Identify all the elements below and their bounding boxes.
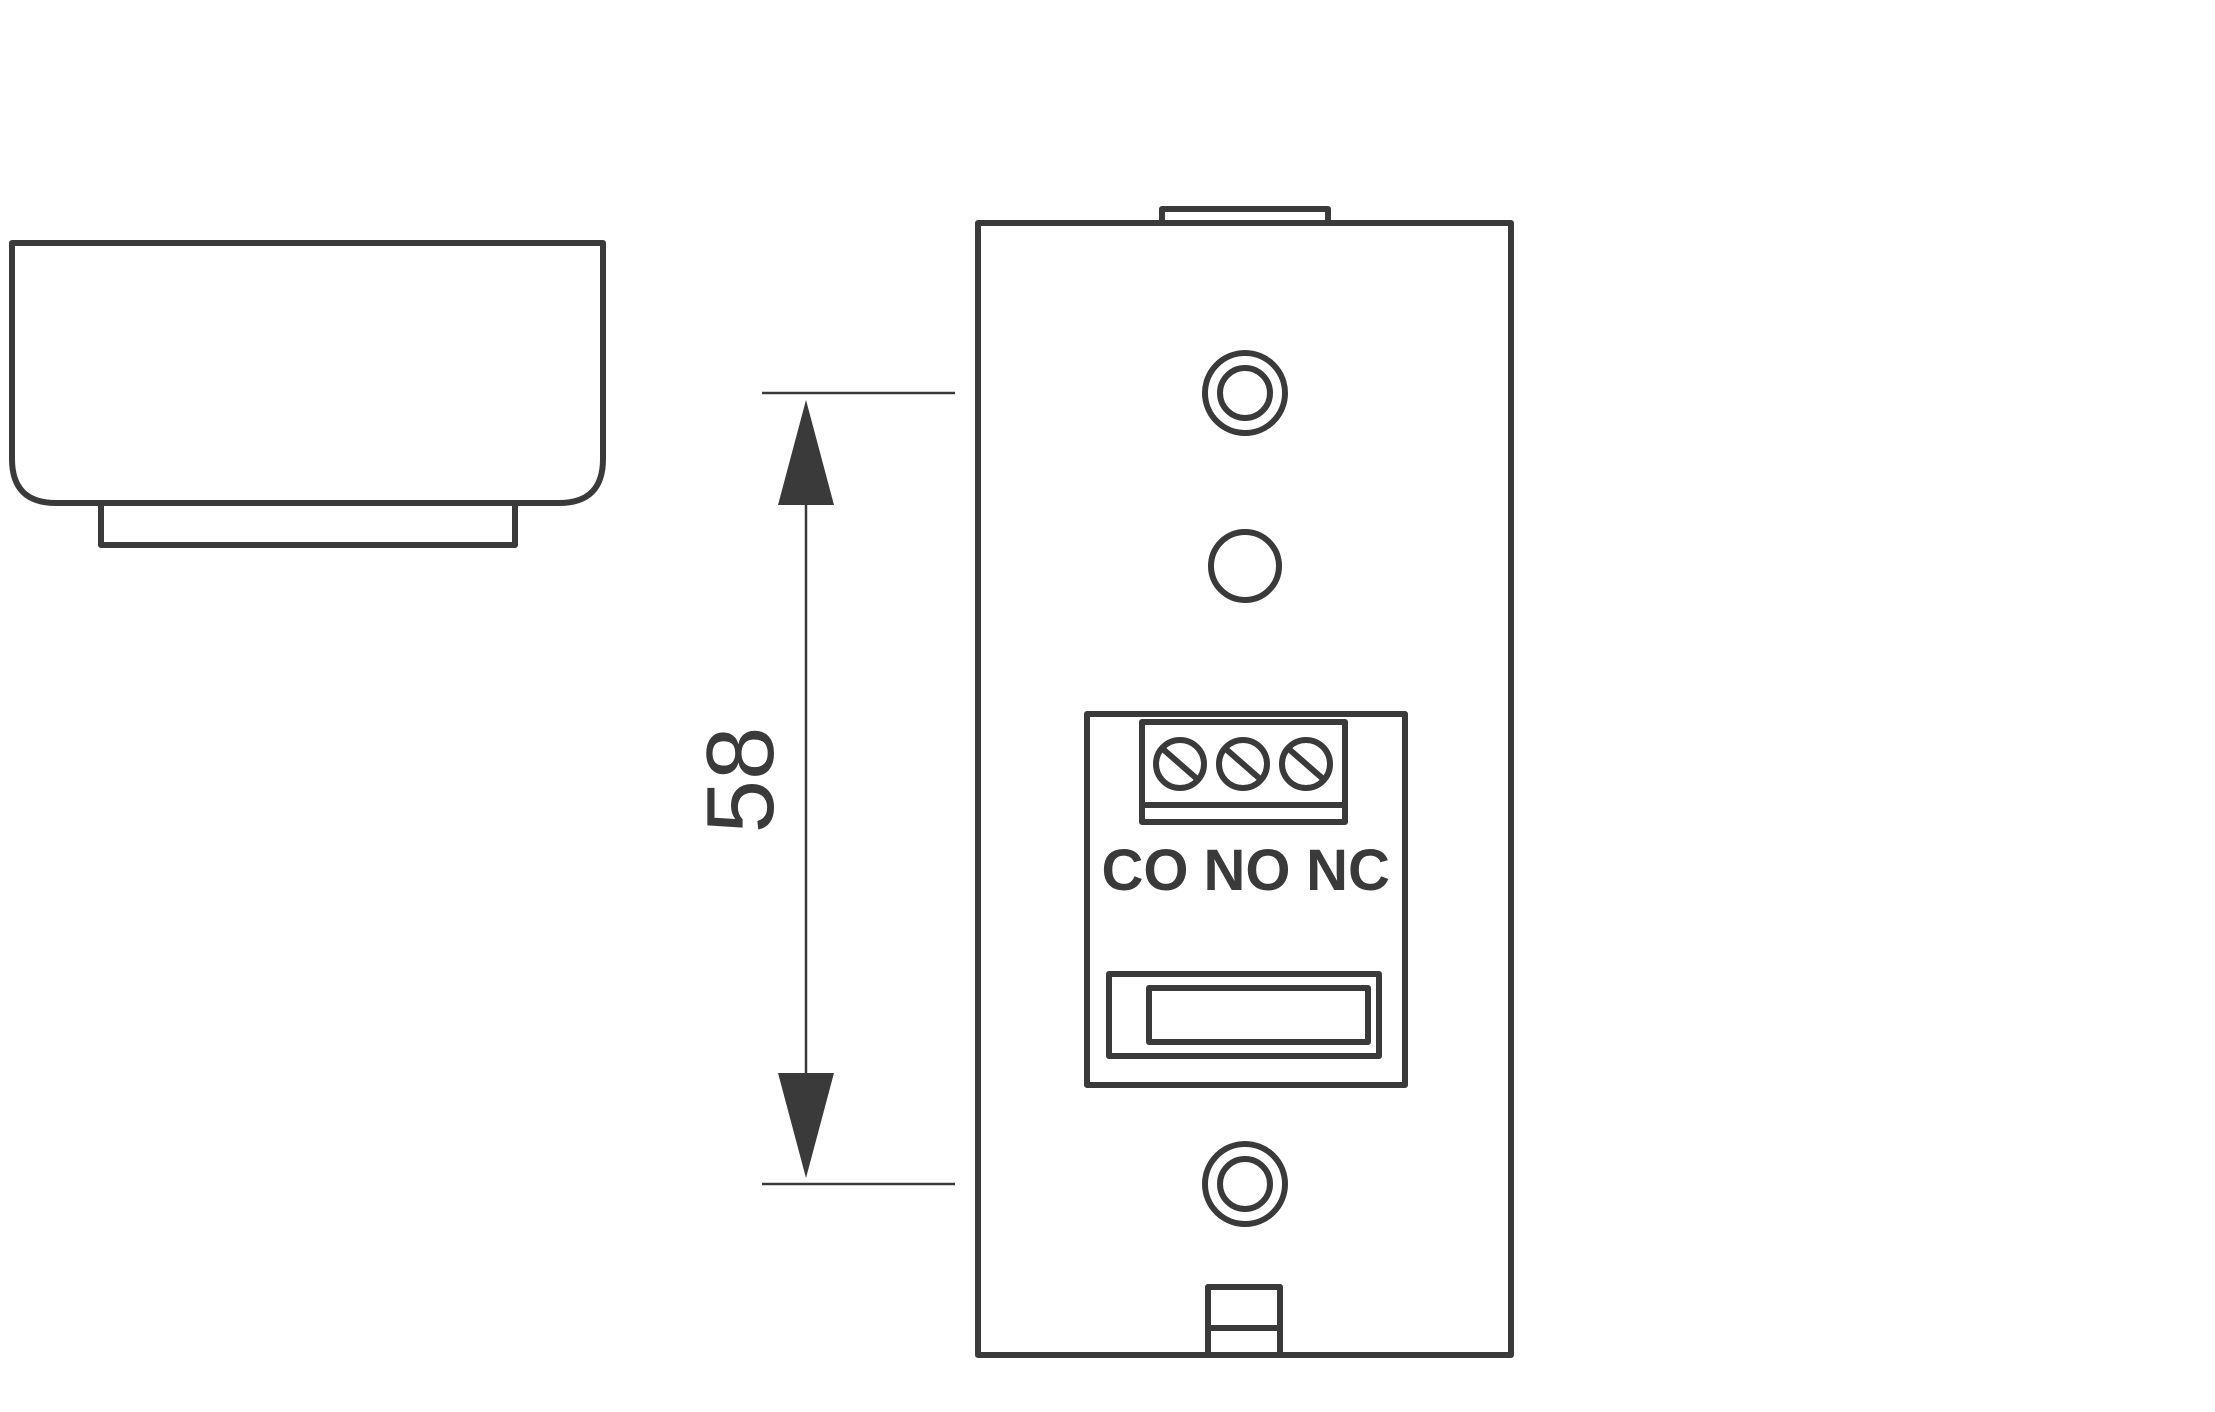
screw-top-outer xyxy=(1202,350,1288,436)
screw-top-inner xyxy=(1217,365,1273,421)
terminal-enclosure xyxy=(1084,711,1408,1088)
terminal-label-no: NO xyxy=(1204,838,1291,903)
side-view-body xyxy=(9,240,606,506)
bottom-clip xyxy=(1205,1284,1283,1358)
terminal-label-nc: NC xyxy=(1306,838,1390,903)
terminal-screw-co-slot xyxy=(1161,747,1199,781)
slot-inner xyxy=(1146,985,1371,1045)
terminal-screw-nc xyxy=(1279,737,1333,791)
terminal-labels: CO NO NC xyxy=(1102,838,1390,903)
terminal-screw-no-slot xyxy=(1224,747,1262,781)
slot-outer xyxy=(1106,971,1382,1059)
terminal-label-co: CO xyxy=(1102,838,1189,903)
indicator-hole xyxy=(1208,529,1282,603)
terminal-screw-co xyxy=(1153,737,1207,791)
terminal-block xyxy=(1139,719,1348,825)
terminal-screw-no xyxy=(1216,737,1270,791)
dimension-58: 58 xyxy=(687,391,955,1186)
terminal-screws xyxy=(1153,737,1333,791)
screw-bottom-inner xyxy=(1217,1156,1273,1212)
front-view: CO NO NC xyxy=(975,206,1514,1358)
terminal-screw-nc-slot xyxy=(1287,747,1325,781)
module-frame xyxy=(975,220,1514,1358)
dimension-label: 58 xyxy=(687,727,794,834)
dimension-arrow-up xyxy=(778,400,834,505)
screw-bottom-outer xyxy=(1202,1141,1288,1227)
side-view-base xyxy=(98,500,518,548)
dimension-arrow-down xyxy=(778,1073,834,1178)
side-view xyxy=(9,240,606,548)
